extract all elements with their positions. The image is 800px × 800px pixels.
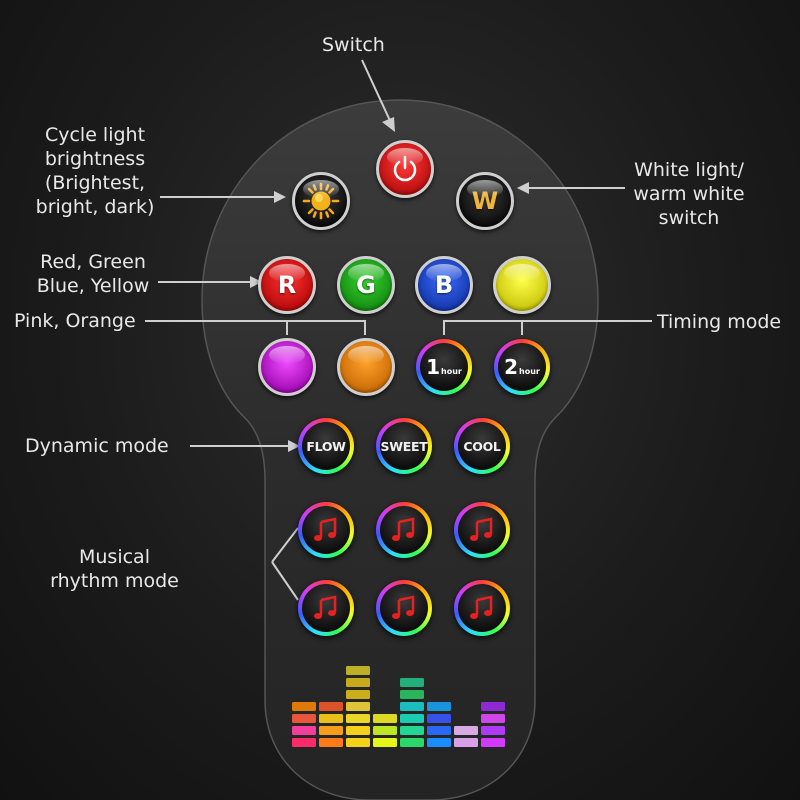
cycle-label-line2: brightness: [44, 148, 146, 170]
music-note-icon: [470, 595, 493, 619]
sweet-button[interactable]: SWEET: [376, 418, 432, 474]
eq-segment: [481, 726, 505, 735]
red-button[interactable]: R: [258, 256, 316, 314]
power-icon: [393, 155, 417, 182]
rgby-label-line1: Red, Green: [40, 251, 146, 273]
eq-segment: [481, 738, 505, 747]
dynamic-mode-label: Dynamic mode: [25, 435, 169, 457]
eq-segment: [346, 738, 370, 747]
cool-button[interactable]: COOL: [454, 418, 510, 474]
brightness-button[interactable]: [292, 172, 350, 230]
music-mode-button-2[interactable]: [376, 502, 432, 558]
flow-label: FLOW: [306, 438, 346, 454]
rgby-label-line2: Blue, Yellow: [36, 275, 150, 297]
eq-segment: [319, 738, 343, 747]
eq-segment: [319, 714, 343, 723]
eq-segment: [481, 714, 505, 723]
eq-segment: [292, 702, 316, 711]
music-mode-button-1[interactable]: [298, 502, 354, 558]
red-letter: R: [277, 271, 297, 299]
eq-segment: [400, 702, 424, 711]
eq-segment: [454, 738, 478, 747]
musical-label-line2: rhythm mode: [50, 570, 179, 592]
eq-segment: [427, 714, 451, 723]
musical-rhythm-label: Musical rhythm mode: [42, 545, 187, 593]
sweet-label: SWEET: [380, 438, 428, 454]
power-button[interactable]: [376, 140, 434, 198]
green-letter: G: [356, 271, 376, 299]
eq-segment: [400, 738, 424, 747]
eq-segment: [292, 726, 316, 735]
timer-1-number: 1: [426, 355, 441, 379]
orange-button[interactable]: [337, 338, 395, 396]
white-label-line2: warm white: [633, 183, 745, 205]
eq-segment: [400, 726, 424, 735]
eq-segment: [292, 738, 316, 747]
timer-1-unit: hour: [441, 366, 462, 376]
music-mode-button-4[interactable]: [298, 580, 354, 636]
white-label-line3: switch: [658, 207, 720, 229]
rgby-label: Red, Green Blue, Yellow: [28, 250, 158, 298]
timer-1-hour-button[interactable]: 1 hour: [416, 339, 472, 395]
eq-segment: [373, 714, 397, 723]
white-warm-button[interactable]: W: [456, 172, 514, 230]
white-light-label: White light/ warm white switch: [628, 158, 750, 230]
eq-segment: [427, 702, 451, 711]
eq-segment: [481, 702, 505, 711]
blue-button[interactable]: B: [415, 256, 473, 314]
music-note-icon: [470, 517, 493, 541]
cycle-brightness-label: Cycle light brightness (Brightest, brigh…: [30, 123, 160, 219]
eq-segment: [427, 726, 451, 735]
pink-button[interactable]: [258, 338, 316, 396]
eq-segment: [400, 714, 424, 723]
eq-segment: [373, 738, 397, 747]
cycle-label-line1: Cycle light: [44, 124, 146, 146]
music-note-icon: [314, 517, 337, 541]
timer-2-unit: hour: [519, 366, 540, 376]
cycle-label-line4: bright, dark): [35, 196, 155, 218]
eq-segment: [373, 726, 397, 735]
eq-segment: [319, 702, 343, 711]
timer-2-inner: 2 hour: [498, 343, 546, 391]
timer-2-hour-button[interactable]: 2 hour: [494, 339, 550, 395]
green-button[interactable]: G: [337, 256, 395, 314]
eq-segment: [319, 726, 343, 735]
white-letter: W: [471, 187, 499, 215]
flow-button[interactable]: FLOW: [298, 418, 354, 474]
blue-letter: B: [434, 271, 454, 299]
music-note-icon: [392, 595, 415, 619]
music-note-icon: [392, 517, 415, 541]
music-mode-button-5[interactable]: [376, 580, 432, 636]
timer-1-inner: 1 hour: [420, 343, 468, 391]
timing-mode-label: Timing mode: [657, 311, 782, 333]
pink-orange-label: Pink, Orange: [14, 310, 136, 332]
cycle-label-line3: (Brightest,: [44, 172, 146, 194]
sun-icon: [302, 182, 340, 220]
music-note-icon: [314, 595, 337, 619]
switch-label: Switch: [322, 34, 385, 56]
eq-segment: [346, 666, 370, 675]
timer-2-number: 2: [504, 355, 519, 379]
eq-segment: [346, 726, 370, 735]
eq-segment: [292, 714, 316, 723]
yellow-button[interactable]: [493, 256, 551, 314]
musical-label-line1: Musical: [79, 546, 150, 568]
eq-segment: [454, 726, 478, 735]
cool-label: COOL: [463, 438, 501, 454]
eq-segment: [427, 738, 451, 747]
eq-segment: [346, 690, 370, 699]
music-mode-button-3[interactable]: [454, 502, 510, 558]
equalizer-graphic: [292, 666, 505, 747]
eq-segment: [346, 702, 370, 711]
eq-segment: [346, 678, 370, 687]
eq-segment: [400, 678, 424, 687]
white-label-line1: White light/: [634, 159, 744, 181]
music-mode-button-6[interactable]: [454, 580, 510, 636]
eq-segment: [346, 714, 370, 723]
eq-segment: [400, 690, 424, 699]
